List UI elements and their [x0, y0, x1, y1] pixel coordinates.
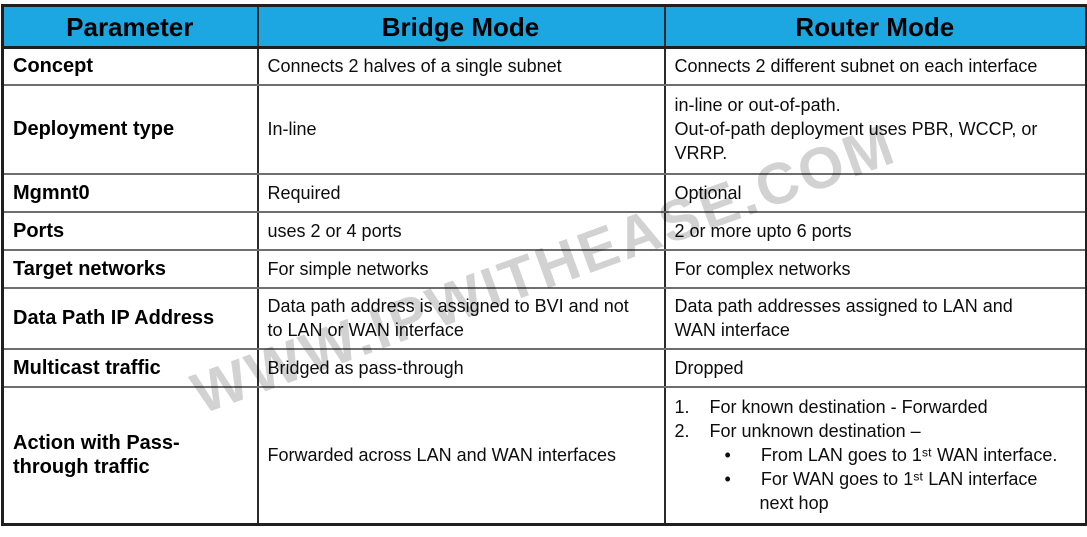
table-row: Target networks For simple networks For … [1, 248, 1087, 289]
router-cell-deployment-type: in-line or out-of-path. Out-of-path depl… [663, 83, 1087, 175]
table-row: Mgmnt0 Required Optional [1, 172, 1087, 213]
bridge-cell-target-networks: For simple networks [256, 248, 666, 289]
comparison-table: Parameter Bridge Mode Router Mode Concep… [1, 4, 1087, 526]
header-router-mode: Router Mode [663, 4, 1087, 49]
bridge-cell-data-path-ip: Data path address is assigned to BVI and… [256, 286, 666, 350]
router-cell-data-path-ip: Data path addresses assigned to LAN and … [663, 286, 1087, 350]
bridge-cell-mgmnt0: Required [256, 172, 666, 213]
router-cell-passthrough-action: 1. For known destination - Forwarded 2. … [663, 385, 1087, 526]
router-cell-target-networks: For complex networks [663, 248, 1087, 289]
table-header-row: Parameter Bridge Mode Router Mode [1, 4, 1087, 49]
table-row: Concept Connects 2 halves of a single su… [1, 46, 1087, 86]
bridge-cell-deployment-type: In-line [256, 83, 666, 175]
header-bridge-mode: Bridge Mode [256, 4, 666, 49]
param-cell-multicast-traffic: Multicast traffic [1, 347, 259, 388]
param-cell-deployment-type: Deployment type [1, 83, 259, 175]
router-cell-multicast-traffic: Dropped [663, 347, 1087, 388]
param-cell-ports: Ports [1, 210, 259, 251]
router-cell-mgmnt0: Optional [663, 172, 1087, 213]
bridge-cell-passthrough-action: Forwarded across LAN and WAN interfaces [256, 385, 666, 526]
bridge-cell-concept: Connects 2 halves of a single subnet [256, 46, 666, 86]
param-cell-passthrough-action: Action with Pass- through traffic [1, 385, 259, 526]
param-cell-target-networks: Target networks [1, 248, 259, 289]
param-cell-mgmnt0: Mgmnt0 [1, 172, 259, 213]
header-parameter: Parameter [1, 4, 259, 49]
router-cell-concept: Connects 2 different subnet on each inte… [663, 46, 1087, 86]
table-row: Deployment type In-line in-line or out-o… [1, 83, 1087, 175]
param-cell-data-path-ip: Data Path IP Address [1, 286, 259, 350]
bridge-cell-multicast-traffic: Bridged as pass-through [256, 347, 666, 388]
table-row: Ports uses 2 or 4 ports 2 or more upto 6… [1, 210, 1087, 251]
bridge-cell-ports: uses 2 or 4 ports [256, 210, 666, 251]
table-row: Action with Pass- through traffic Forwar… [1, 385, 1087, 526]
router-cell-ports: 2 or more upto 6 ports [663, 210, 1087, 251]
table-row: Data Path IP Address Data path address i… [1, 286, 1087, 350]
param-cell-concept: Concept [1, 46, 259, 86]
table-row: Multicast traffic Bridged as pass-throug… [1, 347, 1087, 388]
